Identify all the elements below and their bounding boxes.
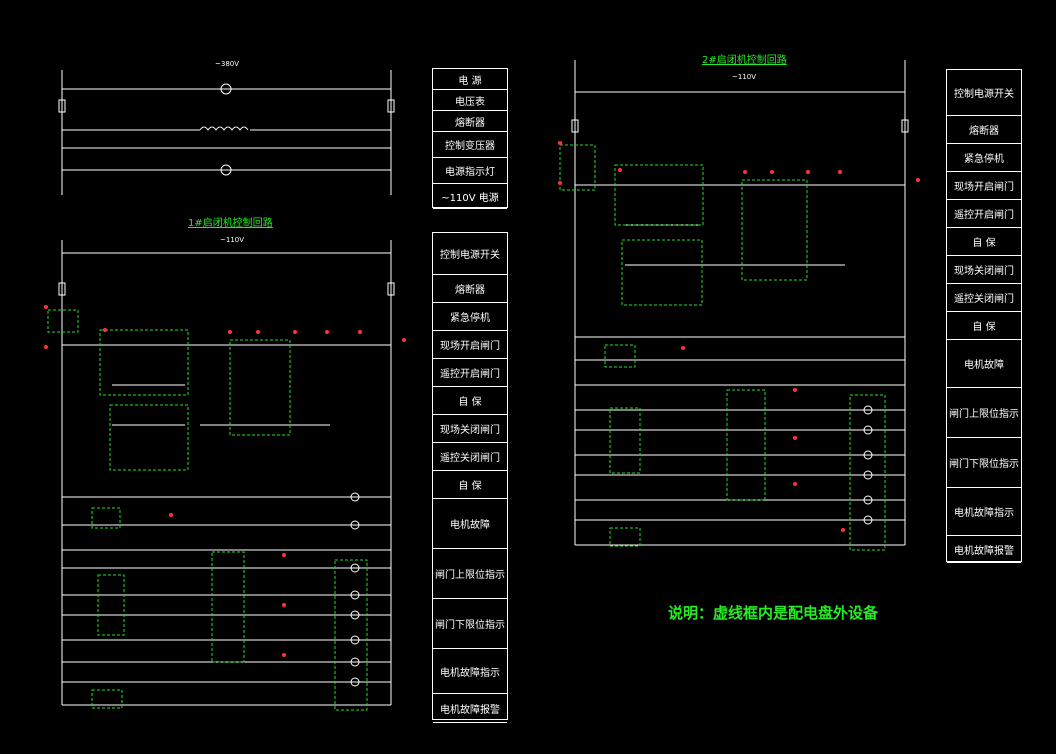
table-row-label: 自 保 (433, 471, 507, 499)
table-row-label: 现场关闭闸门 (433, 415, 507, 443)
table-row-label: 现场开启闸门 (947, 172, 1021, 200)
voltage-right-label: ~110V (732, 73, 757, 81)
table-row-label: 闸门下限位指示 (433, 599, 507, 649)
table-row-label: 电源指示灯 (433, 158, 507, 184)
table-row-label: 现场关闭闸门 (947, 256, 1021, 284)
table-row-label: 自 保 (947, 312, 1021, 340)
table-row-label: 电机故障 (947, 340, 1021, 388)
table-row-label: 闸门下限位指示 (947, 438, 1021, 488)
table-row-label: 熔断器 (433, 111, 507, 132)
left-table-bottom: 控制电源开关熔断器紧急停机现场开启闸门遥控开启闸门自 保现场关闭闸门遥控关闭闸门… (432, 232, 508, 723)
table-row-label: 熔断器 (433, 275, 507, 303)
table-row-label: 遥控开启闸门 (947, 200, 1021, 228)
table-row-label: 现场开启闸门 (433, 331, 507, 359)
voltage-left-label: ~110V (220, 236, 245, 244)
right-circuit-title: 2#启闭机控制回路 (702, 55, 787, 66)
table-row-label: 控制电源开关 (947, 70, 1021, 116)
table-row-label: 紧急停机 (433, 303, 507, 331)
table-row-label: 遥控关闭闸门 (947, 284, 1021, 312)
table-row-label: 电机故障 (433, 499, 507, 549)
left-table-top: 电 源电压表熔断器控制变压器电源指示灯~110V 电源 (432, 68, 508, 209)
table-row-label: 熔断器 (947, 116, 1021, 144)
voltage-380-label: ~380V (215, 60, 240, 68)
right-table: 控制电源开关熔断器紧急停机现场开启闸门遥控开启闸门自 保现场关闭闸门遥控关闭闸门… (946, 69, 1022, 563)
table-row-label: 遥控关闭闸门 (433, 443, 507, 471)
table-row-label: 电机故障指示 (433, 649, 507, 694)
table-row-label: 控制电源开关 (433, 233, 507, 275)
table-row-label: 电机故障指示 (947, 488, 1021, 536)
table-row-label: 控制变压器 (433, 132, 507, 158)
table-row-label: ~110V 电源 (433, 184, 507, 209)
table-row-label: 电压表 (433, 90, 507, 111)
table-row-label: 闸门上限位指示 (947, 388, 1021, 438)
table-row-label: 遥控开启闸门 (433, 359, 507, 387)
left-circuit-title: 1#启闭机控制回路 (188, 218, 273, 229)
table-row-label: 电机故障报警 (433, 694, 507, 723)
table-row-label: 紧急停机 (947, 144, 1021, 172)
table-row-label: 电机故障报警 (947, 536, 1021, 563)
table-row-label: 电 源 (433, 69, 507, 90)
table-row-label: 自 保 (433, 387, 507, 415)
legend-note: 说明：虚线框内是配电盘外设备 (668, 604, 879, 622)
table-row-label: 闸门上限位指示 (433, 549, 507, 599)
table-row-label: 自 保 (947, 228, 1021, 256)
